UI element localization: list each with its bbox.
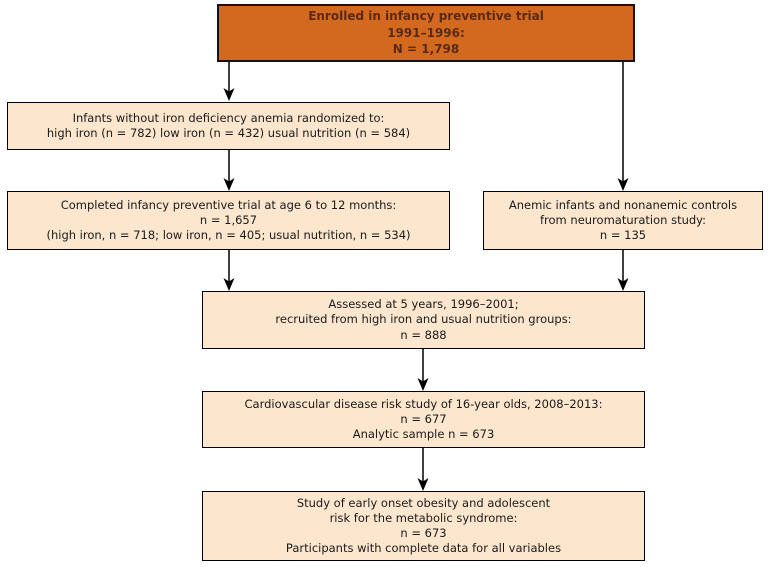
box-obesity-line-4: Participants with complete data for all …: [285, 541, 562, 556]
box-assessed-line-3: n = 888: [400, 327, 447, 342]
box-enrolled: Enrolled in infancy preventive trial 199…: [217, 4, 635, 62]
arrow-randomized-to-completed: [223, 150, 235, 191]
box-anemic-line-2: from neuromaturation study:: [539, 212, 707, 227]
box-completed: Completed infancy preventive trial at ag…: [7, 191, 450, 250]
arrow-assessed-to-cvd: [417, 349, 429, 391]
box-randomized-line-1: Infants without iron deficiency anemia r…: [72, 110, 385, 125]
box-anemic: Anemic infants and nonanemic controls fr…: [483, 191, 763, 250]
box-cvd: Cardiovascular disease risk study of 16-…: [202, 391, 645, 448]
box-enrolled-line-2: 1991–1996:: [387, 25, 465, 40]
arrow-cvd-to-obesity: [417, 448, 429, 491]
box-completed-line-2: n = 1,657: [199, 212, 258, 227]
box-randomized-line-2: high iron (n = 782) low iron (n = 432) u…: [46, 126, 411, 140]
box-assessed: Assessed at 5 years, 1996–2001; recruite…: [202, 291, 645, 349]
box-enrolled-line-1: Enrolled in infancy preventive trial: [308, 9, 544, 24]
box-obesity-line-1: Study of early onset obesity and adolesc…: [296, 495, 551, 510]
arrow-completed-to-assessed: [223, 250, 235, 291]
box-obesity-line-3: n = 673: [400, 526, 447, 540]
box-enrolled-line-3: N = 1,798: [392, 42, 460, 57]
box-cvd-line-1: Cardiovascular disease risk study of 16-…: [244, 396, 603, 411]
box-anemic-line-1: Anemic infants and nonanemic controls: [508, 197, 738, 212]
box-anemic-line-3: n = 135: [599, 228, 647, 243]
box-randomized: Infants without iron deficiency anemia r…: [7, 102, 450, 150]
box-completed-line-3: (high iron, n = 718; low iron, n = 405; …: [46, 228, 411, 243]
box-completed-line-1: Completed infancy preventive trial at ag…: [60, 197, 397, 212]
box-cvd-line-2: n = 677: [400, 411, 447, 426]
box-obesity: Study of early onset obesity and adolesc…: [202, 491, 645, 561]
box-assessed-line-2: recruited from high iron and usual nutri…: [275, 312, 572, 327]
box-assessed-line-1: Assessed at 5 years, 1996–2001;: [328, 297, 519, 312]
arrow-enrolled-to-anemic: [617, 62, 629, 191]
box-cvd-line-3: Analytic sample n = 673: [352, 427, 495, 442]
box-obesity-line-2: risk for the metabolic syndrome:: [329, 510, 518, 525]
arrow-anemic-to-assessed: [617, 250, 629, 291]
arrow-enrolled-to-randomized: [223, 62, 235, 101]
